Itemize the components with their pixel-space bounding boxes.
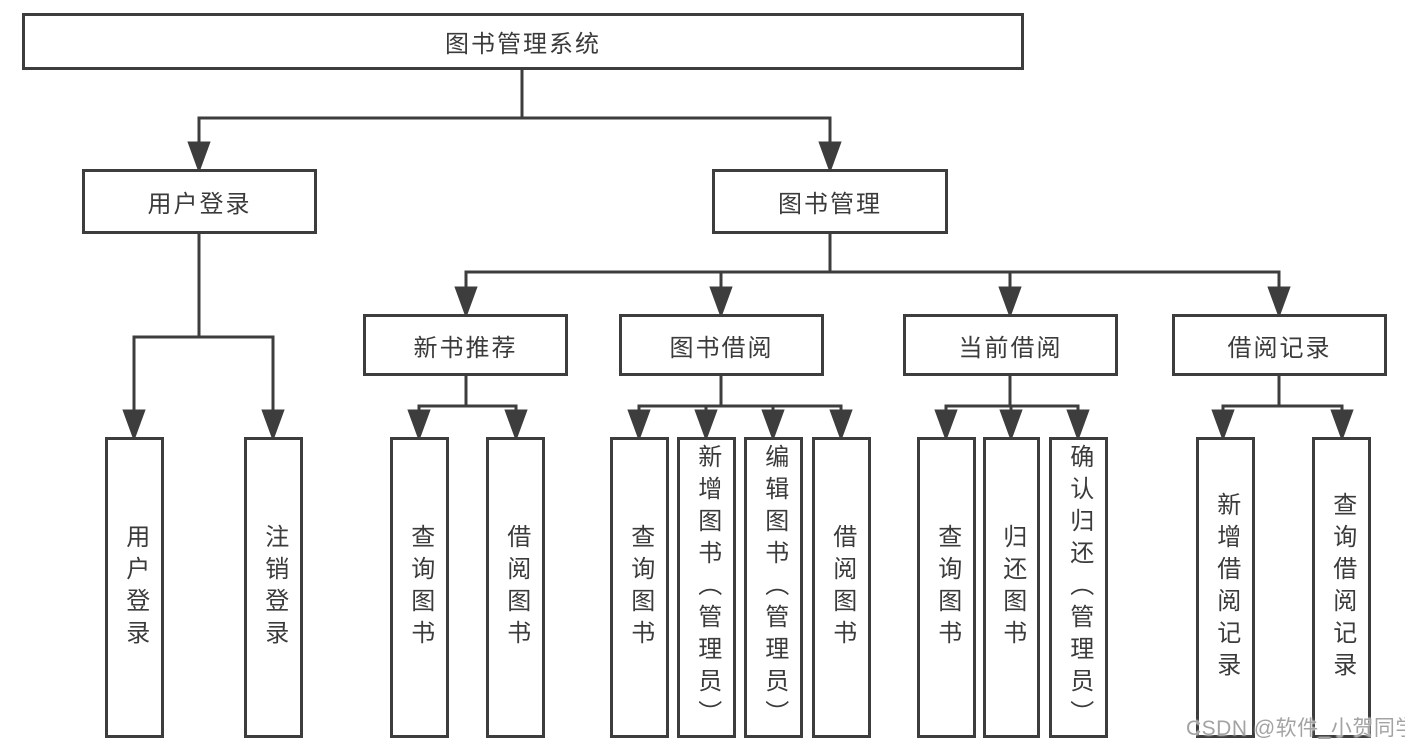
leaf-return-books: 归还图书	[983, 437, 1040, 738]
leaf-label: 用户登录	[121, 523, 149, 652]
leaf-add-borrow-record: 新增借阅记录	[1196, 437, 1255, 738]
node-borrow-records-label: 借阅记录	[1227, 334, 1332, 362]
node-book-borrow-label: 图书借阅	[669, 334, 774, 362]
leaf-logout: 注销登录	[244, 437, 303, 738]
connector-root-to-level2	[187, 69, 842, 174]
leaf-label: 查询图书	[933, 523, 961, 652]
node-user-login: 用户登录	[82, 169, 317, 234]
leaf-add-books-admin: 新增图书（管理员）	[677, 437, 736, 738]
leaf-confirm-return-admin: 确认归还（管理员）	[1049, 437, 1108, 738]
leaf-label: 新增借阅记录	[1212, 491, 1240, 684]
node-new-book-rec: 新书推荐	[363, 314, 568, 376]
leaf-label: 查询图书	[626, 523, 654, 652]
connector-current-borrow-children	[934, 375, 1090, 442]
node-new-book-rec-label: 新书推荐	[413, 334, 518, 362]
node-book-mgmt-label: 图书管理	[778, 191, 882, 218]
node-current-borrow-label: 当前借阅	[958, 334, 1063, 362]
leaf-borrow-books-rec: 借阅图书	[486, 437, 545, 738]
leaf-query-books-rec: 查询图书	[390, 437, 449, 738]
node-user-login-label: 用户登录	[147, 191, 252, 218]
leaf-query-borrow-record: 查询借阅记录	[1312, 437, 1371, 738]
leaf-query-books: 查询图书	[610, 437, 669, 738]
leaf-user-login: 用户登录	[105, 437, 164, 738]
leaf-borrow-books: 借阅图书	[812, 437, 871, 738]
leaf-label: 新增图书（管理员）	[693, 443, 721, 732]
connector-borrow-records-children	[1211, 375, 1354, 442]
node-current-borrow: 当前借阅	[903, 314, 1118, 376]
leaf-label: 归还图书	[998, 523, 1026, 652]
node-root-label: 图书管理系统	[445, 31, 601, 58]
leaf-query-books-current: 查询图书	[917, 437, 976, 738]
leaf-label: 查询图书	[406, 523, 434, 652]
node-book-mgmt: 图书管理	[712, 169, 948, 234]
connector-book-mgmt-to-level3	[454, 233, 1291, 319]
leaf-label: 确认归还（管理员）	[1065, 443, 1093, 732]
node-borrow-records: 借阅记录	[1172, 314, 1387, 376]
leaf-label: 注销登录	[260, 523, 288, 652]
leaf-label: 借阅图书	[828, 523, 856, 652]
leaf-label: 借阅图书	[502, 523, 530, 652]
csdn-watermark: CSDN @软件_小贺同学	[1186, 717, 1405, 740]
leaf-edit-books-admin: 编辑图书（管理员）	[744, 437, 803, 738]
leaf-label: 查询借阅记录	[1328, 491, 1356, 684]
connector-new-book-rec-children	[407, 375, 528, 442]
node-root-system: 图书管理系统	[22, 13, 1024, 70]
connector-book-borrow-children	[627, 375, 853, 442]
node-book-borrow: 图书借阅	[619, 314, 824, 376]
leaf-label: 编辑图书（管理员）	[760, 443, 788, 732]
connector-user-login-children	[122, 233, 285, 442]
